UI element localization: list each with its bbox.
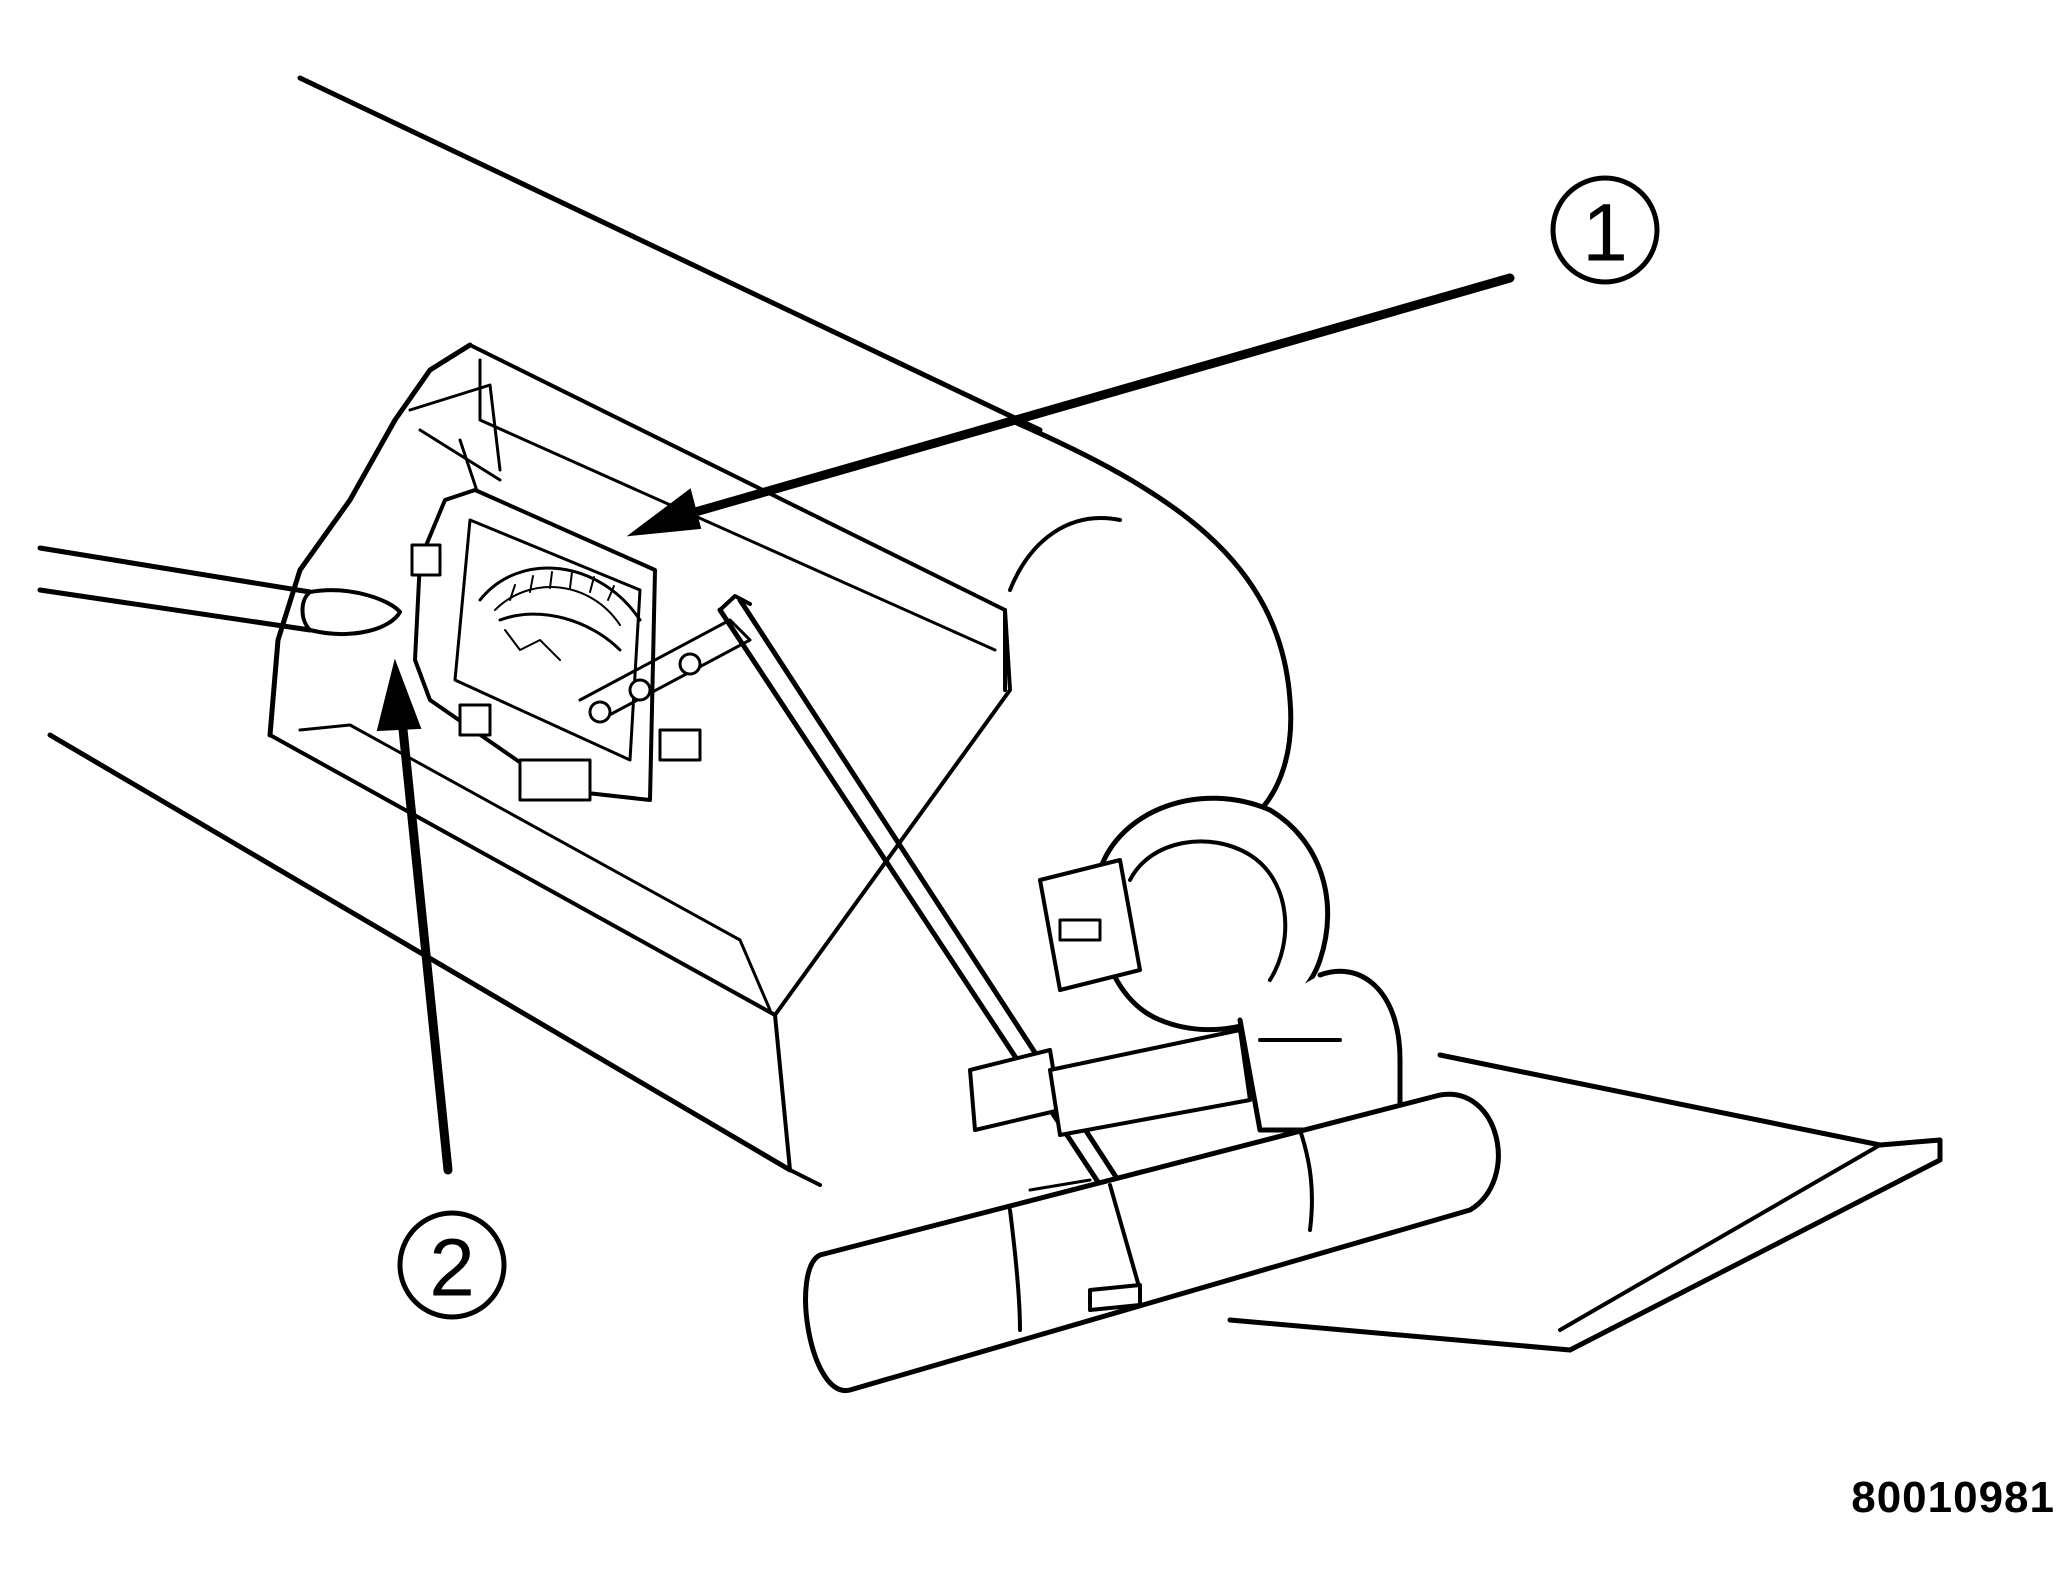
callout-1: 1	[1550, 175, 1660, 285]
figure-id: 80010981	[1851, 1473, 2055, 1522]
callout-1-leader	[626, 273, 1515, 537]
callout-2-leader	[376, 658, 453, 1175]
shroud-tube	[803, 1091, 1501, 1393]
cluster-opening	[267, 342, 1012, 1017]
instrument-panel-body	[47, 75, 1294, 1187]
tool-probe	[37, 545, 402, 636]
steering-column-switch	[968, 795, 1403, 1192]
callout-2-label: 2	[429, 1223, 475, 1314]
gauge-assembly	[410, 488, 752, 802]
callout-1-label: 1	[1582, 188, 1628, 279]
callout-2: 2	[397, 1210, 507, 1320]
tilt-plate	[1227, 1052, 1943, 1353]
